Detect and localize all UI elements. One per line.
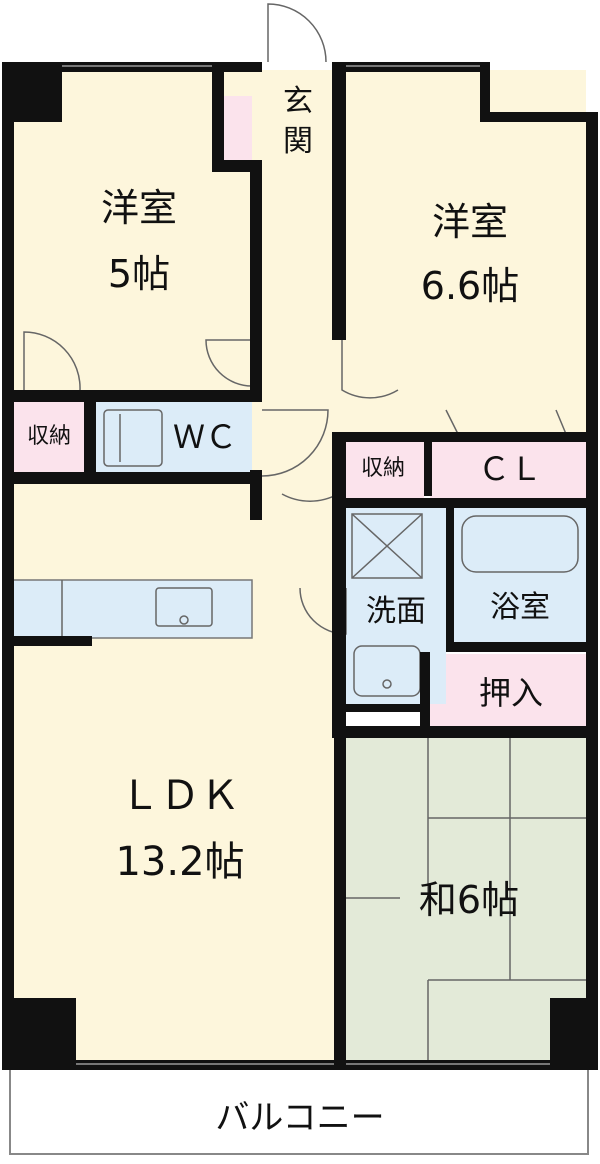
balcony-label: バルコニー <box>215 1098 385 1138</box>
toilet-fixture <box>103 409 163 467</box>
bathroom-label: 浴室 <box>490 590 550 625</box>
western-room-1-size: 5帖 <box>107 252 171 296</box>
storage-1-label: 収納 <box>26 424 71 449</box>
ldk-name: ＬＤＫ <box>120 773 240 819</box>
kitchen-sink <box>155 587 213 627</box>
ldk-floor <box>12 480 342 1068</box>
western-room-2-floor <box>342 70 586 440</box>
closet-area <box>430 442 586 498</box>
ldk-size: 13.2帖 <box>115 839 245 885</box>
kitchen-counter <box>11 579 253 639</box>
entrance-label-char-2: 関 <box>283 124 313 159</box>
balcony-area <box>9 1067 589 1155</box>
storage-2-area <box>342 442 424 498</box>
toilet-label: ＷＣ <box>172 418 237 456</box>
entrance-shoe-box <box>224 96 252 160</box>
storage-2-label: 収納 <box>360 456 405 481</box>
tatami-floor <box>345 738 586 1068</box>
entrance-label-char-1: 玄 <box>283 84 313 119</box>
western-room-2-size: 6.6帖 <box>420 264 520 308</box>
toilet-area <box>96 402 252 472</box>
oshiire-area <box>430 654 586 730</box>
washroom-label: 洗面 <box>366 594 426 629</box>
oshiire-label: 押入 <box>478 674 543 712</box>
closet-label: ＣＬ <box>477 450 542 488</box>
washing-machine-space <box>351 513 423 579</box>
bathtub <box>461 515 579 573</box>
western-room-1-name: 洋室 <box>100 186 177 230</box>
storage-1-area <box>12 400 86 472</box>
hall-floor <box>252 70 342 520</box>
japanese-room-label: 和6帖 <box>418 878 520 922</box>
bathroom-area <box>454 508 586 644</box>
western-room-2-name: 洋室 <box>431 200 508 244</box>
